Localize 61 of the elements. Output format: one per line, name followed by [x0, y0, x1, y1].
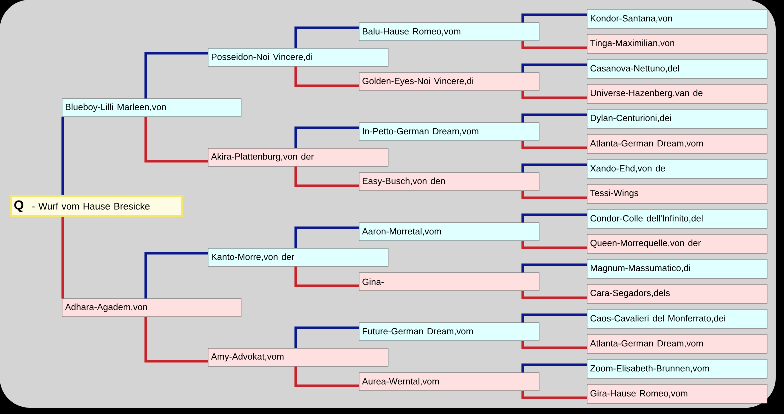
name-box: Gina- — [359, 272, 540, 292]
name-box: Adhara-Agadem,von — [62, 298, 242, 318]
pedigree-line — [294, 26, 359, 48]
name-box: Cara-Segadors,dels — [587, 284, 768, 304]
pedigree-line — [294, 266, 359, 288]
pedigree-line — [522, 241, 587, 250]
name-box: Magnum-Massumatico,di — [587, 259, 768, 279]
pedigree-line — [522, 214, 587, 223]
pedigree-line — [144, 117, 208, 163]
pedigree-line — [144, 52, 208, 99]
name-box: Balu-Hause Romeo,vom — [359, 22, 540, 42]
name-box: Amy-Advokat,vom — [208, 348, 389, 367]
name-box: Gira-Hause Romeo,vom — [587, 384, 768, 404]
name-box: Atlanta-German Dream,vom — [587, 334, 768, 354]
pedigree-line — [522, 291, 587, 300]
name-box: Universe-Hazenberg,van de — [587, 84, 768, 104]
pedigree-line — [144, 252, 208, 299]
name-box: Zoom-Elisabeth-Brunnen,vom — [587, 359, 768, 379]
name-box: Kondor-Santana,von — [587, 9, 768, 29]
pedigree-line — [294, 126, 359, 148]
pedigree-line — [294, 66, 359, 88]
pedigree-line — [294, 226, 359, 248]
pedigree-line — [62, 117, 64, 196]
name-box: Kanto-Morre,von der — [208, 248, 389, 267]
pedigree-line — [522, 314, 587, 323]
pedigree-line — [522, 391, 587, 400]
name-box: Queen-Morrequelle,von der — [587, 234, 768, 254]
pedigree-line — [294, 166, 359, 188]
name-box: Aaron-Morretal,vom — [359, 222, 540, 242]
pedigree-line — [522, 191, 587, 200]
name-box: Future-German Dream,vom — [359, 322, 540, 342]
pedigree-line — [522, 264, 587, 273]
name-box: Golden-Eyes-Noi Vincere,di — [359, 72, 540, 92]
pedigree-line — [522, 114, 587, 123]
name-box: Atlanta-German Dream,vom — [587, 134, 768, 154]
pedigree-line — [522, 341, 587, 350]
pedigree-line — [294, 366, 359, 388]
name-box: Posseidon-Noi Vincere,di — [208, 48, 389, 67]
pedigree-line — [522, 164, 587, 173]
name-box: Caos-Cavalieri del Monferrato,dei — [587, 309, 768, 329]
name-box: Condor-Colle dell'Infinito,del — [587, 209, 768, 229]
name-box: Blueboy-Lilli Marleen,von — [62, 98, 242, 118]
name-box: Aurea-Werntal,vom — [359, 372, 540, 392]
pedigree-line — [522, 14, 587, 23]
pedigree-line — [294, 326, 359, 348]
pedigree-line — [522, 141, 587, 150]
name-box: Dylan-Centurioni,dei — [587, 109, 768, 129]
pedigree-line — [144, 317, 208, 363]
name-box: Akira-Plattenburg,von der — [208, 148, 389, 167]
pedigree-line — [522, 364, 587, 373]
name-box: Tessi-Wings — [587, 184, 768, 204]
pedigree-line — [522, 41, 587, 50]
name-box: Easy-Busch,von den — [359, 172, 540, 192]
name-box: Tinga-Maximilian,von — [587, 34, 768, 54]
name-box: Xando-Ehd,von de — [587, 159, 768, 179]
pedigree-line — [522, 64, 587, 73]
name-box: In-Petto-German Dream,vom — [359, 122, 540, 142]
pedigree-line — [522, 91, 587, 100]
name-box: Casanova-Nettuno,del — [587, 59, 768, 79]
title-box: Q - Wurf vom Hause Bresicke — [10, 196, 183, 218]
pedigree-line — [62, 218, 64, 299]
